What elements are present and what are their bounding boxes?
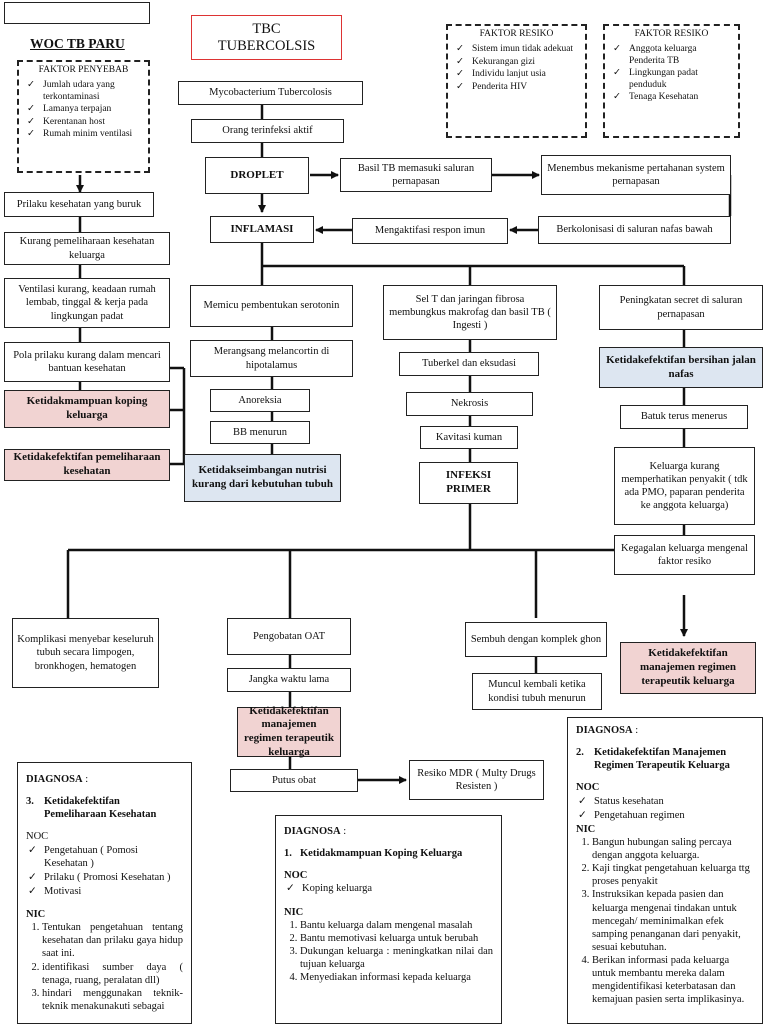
nic-item: Instruksikan kepada pasien dan keluarga … — [592, 888, 754, 954]
diagnosa-panel-right: DIAGNOSA : 2. Ketidakefektifan Manajemen… — [567, 717, 763, 1024]
faktor-penyebab-item: Kerentanan host — [25, 117, 142, 129]
diagnosa-title: Ketidakmampuan Koping Keluarga — [300, 848, 463, 860]
diagnosa-heading: DIAGNOSA — [284, 826, 341, 837]
node-jangka-waktu: Jangka waktu lama — [227, 668, 351, 692]
nic-item: Tentukan pengetahuan tentang kesehatan d… — [42, 921, 183, 960]
noc-item: Pengetahuan ( Pomosi Kesehatan ) — [26, 844, 183, 870]
diagnosa-panel-mid: DIAGNOSA : 1. Ketidakmampuan Koping Kelu… — [275, 815, 502, 1024]
diagnosa-number: 1. — [284, 848, 292, 860]
diagnosa-number: 3. — [26, 796, 34, 808]
node-anoreksia: Anoreksia — [210, 389, 310, 412]
nic-label: NIC — [284, 906, 304, 918]
faktor-resiko-2-box: FAKTOR RESIKO Anggota keluarga Penderita… — [603, 24, 740, 138]
faktor-penyebab-item: Lamanya terpajan — [25, 104, 142, 116]
node-droplet: DROPLET — [205, 157, 309, 194]
node-mycobacterium: Mycobacterium Tubercolosis — [178, 81, 363, 105]
faktor-resiko-1-item: Sistem imun tidak adekuat — [454, 44, 579, 56]
noc-item: Status kesehatan — [576, 795, 754, 808]
node-sel-t: Sel T dan jaringan fibrosa membungkus ma… — [383, 285, 557, 340]
nic-item: identifikasi sumber daya ( tenaga, ruang… — [42, 961, 183, 987]
noc-item: Prilaku ( Promosi Kesehatan ) — [26, 871, 183, 884]
noc-item: Koping keluarga — [284, 882, 493, 895]
node-nekrosis: Nekrosis — [406, 392, 533, 416]
faktor-resiko-1-title: FAKTOR RESIKO — [479, 29, 554, 39]
faktor-penyebab-item: Rumah minim ventilasi — [25, 129, 142, 141]
nic-item: Menyediakan informasi kepada keluarga — [300, 971, 493, 984]
dx-nutrisi: Ketidakseimbangan nutrisi kurang dari ke… — [184, 454, 341, 502]
diagnosa-heading: DIAGNOSA — [576, 725, 633, 736]
node-menembus: Menembus mekanisme pertahanan system per… — [541, 155, 731, 195]
diagnosa-number: 2. — [576, 747, 584, 759]
nic-item: Kaji tingkat pengetahuan keluarga ttg pr… — [592, 862, 754, 888]
node-berkolonisasi: Berkolonisasi di saluran nafas bawah — [538, 216, 731, 244]
node-kavitasi: Kavitasi kuman — [420, 426, 518, 449]
node-pola-prilaku: Pola prilaku kurang dalam mencari bantua… — [4, 342, 170, 382]
node-basil-masuk: Basil TB memasuki saluran pernapasan — [340, 158, 492, 192]
faktor-resiko-2-item: Lingkungan padat penduduk — [611, 68, 732, 91]
noc-item: Pengetahuan regimen — [576, 809, 754, 822]
node-tuberkel: Tuberkel dan eksudasi — [399, 352, 539, 376]
faktor-resiko-2-item: Anggota keluarga Penderita TB — [611, 44, 732, 67]
faktor-resiko-1-item: Kekurangan gizi — [454, 57, 579, 69]
diagnosa-panel-left: DIAGNOSA : 3. Ketidakefektifan Pemelihar… — [17, 762, 192, 1024]
nic-item: Bangun hubungan saling percaya dengan an… — [592, 836, 754, 862]
node-sembuh: Sembuh dengan komplek ghon — [465, 622, 607, 657]
diagnosa-heading: DIAGNOSA — [26, 774, 83, 785]
tbc-title: TBC TUBERCOLSIS — [191, 15, 342, 60]
dx-koping-keluarga: Ketidakmampuan koping keluarga — [4, 390, 170, 428]
faktor-resiko-1-box: FAKTOR RESIKO Sistem imun tidak adekuat … — [446, 24, 587, 138]
node-mengaktifasi: Mengaktifasi respon imun — [352, 218, 508, 244]
node-kurang-pemeliharaan: Kurang pemeliharaan kesehatan keluarga — [4, 232, 170, 265]
faktor-penyebab-box: FAKTOR PENYEBAB Jumlah udara yang terkon… — [17, 60, 150, 173]
node-ventilasi: Ventilasi kurang, keadaan rumah lembab, … — [4, 278, 170, 328]
tbc-title-line1: TBC — [252, 21, 281, 37]
node-infeksi-primer: INFEKSI PRIMER — [419, 462, 518, 504]
noc-item: Motivasi — [26, 885, 183, 898]
noc-label: NOC — [284, 870, 308, 882]
node-komplikasi: Komplikasi menyebar keseluruh tubuh seca… — [12, 618, 159, 688]
noc-label: NOC — [26, 831, 49, 843]
nic-item: hindari menggunakan teknik-teknik menaku… — [42, 987, 183, 1013]
faktor-resiko-1-item: Individu lanjut usia — [454, 69, 579, 81]
top-left-empty-box — [4, 2, 150, 24]
faktor-resiko-2-item: Tenaga Kesehatan — [611, 92, 732, 104]
node-serotonin: Memicu pembentukan serotonin — [190, 285, 353, 327]
tbc-title-line2: TUBERCOLSIS — [217, 38, 316, 54]
node-prilaku: Prilaku kesehatan yang buruk — [4, 192, 154, 217]
nic-item: Berikan informasi pada keluarga untuk me… — [592, 954, 754, 1007]
nic-item: Bantu memotivasi keluarga untuk berubah — [300, 932, 493, 945]
woc-title: WOC TB PARU — [30, 36, 125, 51]
faktor-penyebab-title: FAKTOR PENYEBAB — [38, 65, 129, 75]
node-orang-terinfeksi: Orang terinfeksi aktif — [191, 119, 344, 143]
node-batuk: Batuk terus menerus — [620, 405, 748, 429]
node-putus-obat: Putus obat — [230, 769, 358, 792]
node-melancortin: Merangsang melancortin di hipotalamus — [190, 340, 353, 377]
node-kegagalan: Kegagalan keluarga mengenal faktor resik… — [614, 535, 755, 575]
dx-regimen-right: Ketidakefektifan manajemen regimen terap… — [620, 642, 756, 694]
diagnosa-title: Ketidakefektifan Manajemen Regimen Terap… — [594, 747, 730, 772]
node-secret: Peningkatan secret di saluran pernapasan — [599, 285, 763, 330]
noc-label: NOC — [576, 782, 600, 794]
dx-pemeliharaan-kesehatan: Ketidakefektifan pemeliharaan kesehatan — [4, 449, 170, 481]
dx-jalan-nafas: Ketidakefektifan bersihan jalan nafas — [599, 347, 763, 388]
dx-regimen-mid: Ketidakefektifan manajemen regimen terap… — [237, 705, 341, 758]
node-muncul-kembali: Muncul kembali ketika kondisi tubuh menu… — [472, 673, 602, 710]
node-pengobatan-oat: Pengobatan OAT — [227, 618, 351, 655]
nic-label: NIC — [576, 823, 596, 835]
faktor-penyebab-item: Jumlah udara yang terkontaminasi — [25, 80, 142, 103]
nic-item: Dukungan keluarga : meningkatkan nilai d… — [300, 945, 493, 971]
faktor-resiko-1-item: Penderita HIV — [454, 82, 579, 94]
node-resiko-mdr: Resiko MDR ( Multy Drugs Resisten ) — [409, 760, 544, 800]
nic-item: Bantu keluarga dalam mengenal masalah — [300, 919, 493, 932]
diagnosa-title: Ketidakefektifan Pemeliharaan Kesehatan — [44, 796, 157, 821]
node-bb-menurun: BB menurun — [210, 421, 310, 444]
node-inflamasi: INFLAMASI — [210, 216, 314, 243]
node-keluarga-kurang: Keluarga kurang memperhatikan penyakit (… — [614, 447, 755, 525]
faktor-resiko-2-title: FAKTOR RESIKO — [634, 29, 709, 39]
nic-label: NIC — [26, 909, 46, 920]
